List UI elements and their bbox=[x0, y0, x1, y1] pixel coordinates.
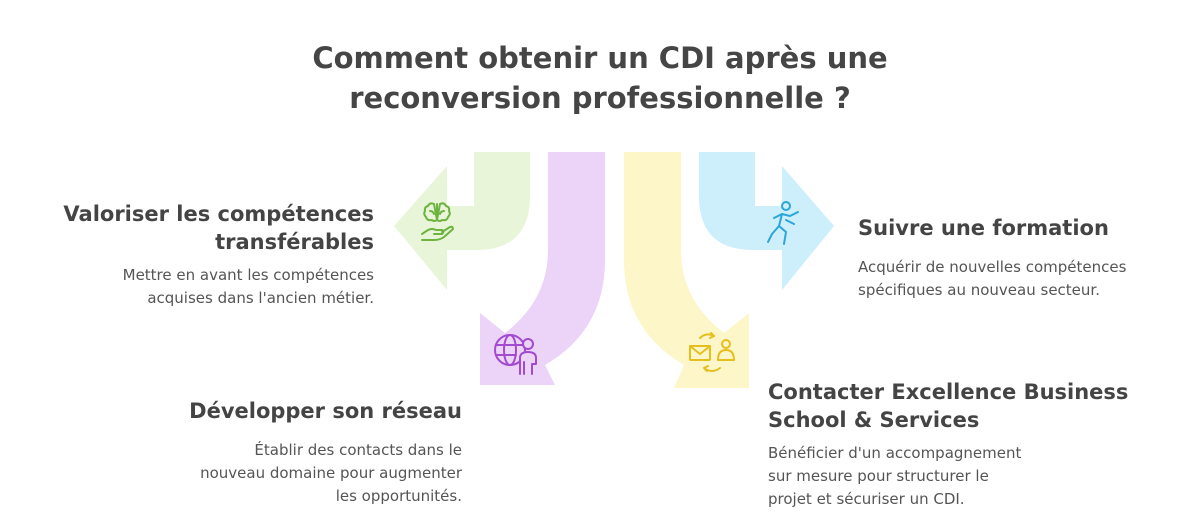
step-valoriser-description: Mettre en avant les compétences acquises… bbox=[20, 264, 374, 310]
step-reseau: Développer son réseau Établir des contac… bbox=[110, 397, 462, 508]
arrow-purple bbox=[480, 152, 605, 385]
title-line-1: Comment obtenir un CDI après une bbox=[312, 41, 888, 75]
step-formation-desc-line-2: spécifiques au nouveau secteur. bbox=[858, 281, 1100, 299]
step-valoriser: Valoriser les compétences transférables … bbox=[20, 200, 374, 310]
mail-contact-icon bbox=[689, 332, 735, 372]
step-contacter-desc-line-1: Bénéficier d'un accompagnement bbox=[768, 444, 1022, 462]
step-reseau-desc-line-1: Établir des contacts dans le bbox=[254, 441, 462, 459]
arrow-blue bbox=[699, 152, 834, 290]
step-reseau-description: Établir des contacts dans le nouveau dom… bbox=[110, 439, 462, 508]
step-valoriser-heading-line-2: transférables bbox=[215, 230, 374, 254]
globe-person-icon bbox=[494, 334, 537, 375]
step-reseau-heading-line-1: Développer son réseau bbox=[189, 399, 462, 423]
step-contacter: Contacter Excellence Business School & S… bbox=[768, 378, 1188, 511]
person-training-icon bbox=[767, 201, 799, 245]
step-reseau-desc-line-3: les opportunités. bbox=[335, 487, 462, 505]
arrow-green bbox=[394, 152, 530, 290]
step-formation-desc-line-1: Acquérir de nouvelles compétences bbox=[858, 258, 1127, 276]
step-contacter-heading-line-1: Contacter Excellence Business bbox=[768, 380, 1129, 404]
step-valoriser-desc-line-1: Mettre en avant les compétences bbox=[122, 266, 374, 284]
step-contacter-heading: Contacter Excellence Business School & S… bbox=[768, 378, 1188, 434]
step-reseau-heading: Développer son réseau bbox=[110, 397, 462, 425]
step-valoriser-heading-line-1: Valoriser les compétences bbox=[63, 202, 374, 226]
step-valoriser-heading: Valoriser les compétences transférables bbox=[20, 200, 374, 256]
step-formation: Suivre une formation Acquérir de nouvell… bbox=[858, 214, 1188, 302]
step-formation-heading: Suivre une formation bbox=[858, 214, 1188, 242]
title-line-2: reconversion professionnelle ? bbox=[349, 81, 851, 115]
step-contacter-description: Bénéficier d'un accompagnement sur mesur… bbox=[768, 442, 1188, 511]
arrow-yellow bbox=[624, 152, 749, 388]
step-formation-heading-line-1: Suivre une formation bbox=[858, 216, 1109, 240]
brain-hand-icon bbox=[421, 202, 454, 241]
step-contacter-desc-line-3: projet et sécuriser un CDI. bbox=[768, 490, 965, 508]
step-reseau-desc-line-2: nouveau domaine pour augmenter bbox=[200, 464, 462, 482]
diagram-title: Comment obtenir un CDI après une reconve… bbox=[0, 38, 1200, 118]
step-contacter-desc-line-2: sur mesure pour structurer le bbox=[768, 467, 989, 485]
step-valoriser-desc-line-2: acquises dans l'ancien métier. bbox=[147, 289, 374, 307]
step-contacter-heading-line-2: School & Services bbox=[768, 408, 980, 432]
step-formation-description: Acquérir de nouvelles compétences spécif… bbox=[858, 256, 1188, 302]
